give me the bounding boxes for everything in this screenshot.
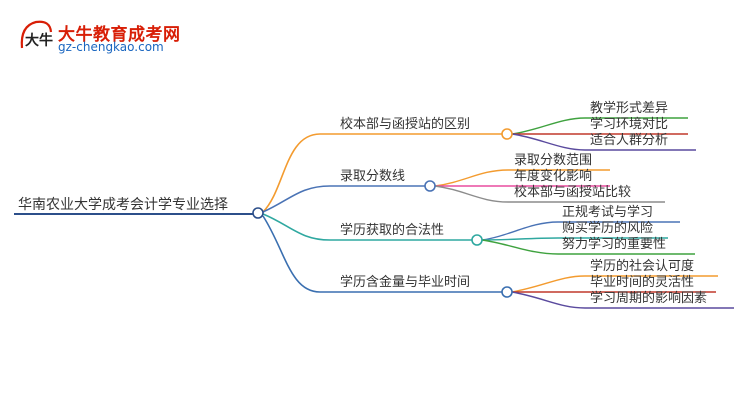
node-branch-3 <box>471 234 483 246</box>
connector-3-2 <box>481 237 668 241</box>
logo-mark: 大牛 <box>20 20 53 49</box>
connector-3-1 <box>481 221 680 241</box>
leaf-4-1: 学历的社会认可度 <box>590 259 695 274</box>
leaf-3-2: 购买学历的风险 <box>562 221 654 236</box>
connector-branch-3 <box>262 213 475 241</box>
connector-2-3 <box>434 185 665 203</box>
leaf-2-2: 年度变化影响 <box>514 169 593 184</box>
leaf-3-3: 努力学习的重要性 <box>562 237 667 252</box>
connector-1-1 <box>511 117 688 135</box>
leaf-2-1: 录取分数范围 <box>514 153 593 168</box>
connector-branch-4 <box>262 215 505 293</box>
leaf-4-2: 毕业时间的灵活性 <box>590 275 695 290</box>
branch-1-label: 校本部与函授站的区别 <box>340 117 471 132</box>
connector-4-1 <box>511 275 718 293</box>
branch-4-label: 学历含金量与毕业时间 <box>340 275 471 290</box>
branch-2-label: 录取分数线 <box>340 169 406 184</box>
branch-3-label: 学历获取的合法性 <box>340 223 445 238</box>
logo: 大牛 大牛教育成考网 gz-chengkao.com <box>18 18 218 58</box>
connector-3-3 <box>481 239 695 255</box>
leaf-1-2: 学习环境对比 <box>590 117 669 132</box>
leaf-1-1: 教学形式差异 <box>590 101 669 116</box>
logo-mark-text: 大牛 <box>25 32 53 49</box>
connector-branch-2 <box>262 185 428 213</box>
connector-4-3 <box>511 291 734 309</box>
leaf-3-1: 正规考试与学习 <box>562 205 654 220</box>
leaf-2-3: 校本部与函授站比较 <box>514 185 632 200</box>
logo-url: gz-chengkao.com <box>58 40 164 54</box>
node-root <box>252 207 264 219</box>
root-topic: 华南农业大学成考会计学专业选择 <box>18 197 228 213</box>
leaf-4-3: 学习周期的影响因素 <box>590 291 708 306</box>
leaf-1-3: 适合人群分析 <box>590 133 669 148</box>
connector-branch-1 <box>262 133 505 213</box>
connector-1-3 <box>511 133 696 151</box>
logo-title: 大牛教育成考网 <box>58 25 181 45</box>
node-branch-2 <box>424 180 436 192</box>
node-branch-1 <box>501 128 513 140</box>
connector-2-1 <box>434 169 610 187</box>
node-branch-4 <box>501 286 513 298</box>
